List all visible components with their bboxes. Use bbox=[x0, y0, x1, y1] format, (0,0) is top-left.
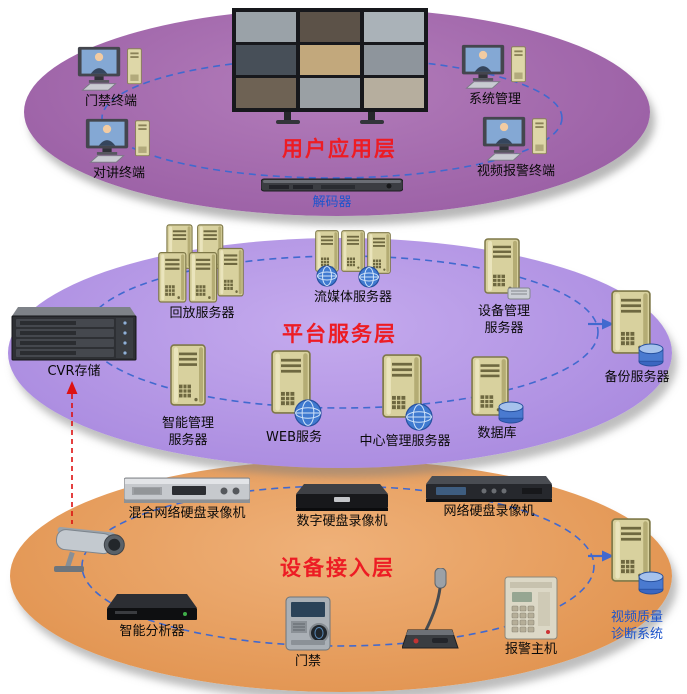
backup-server-label: 备份服务器 bbox=[604, 370, 670, 385]
intelligent-mgmt-label-1: 智能管理 bbox=[161, 416, 214, 431]
door-access-label: 门禁 bbox=[294, 654, 321, 669]
disk-array-icon bbox=[10, 304, 138, 362]
network-dvr-node: 网络硬盘录像机 bbox=[418, 476, 560, 521]
bullet-camera-icon bbox=[48, 518, 136, 574]
fingerprint-terminal-icon bbox=[277, 596, 339, 652]
streaming-server-label: 流媒体服务器 bbox=[313, 290, 392, 305]
hybrid-dvr-label: 混合网络硬盘录像机 bbox=[128, 506, 246, 521]
system-management-node: 系统管理 bbox=[452, 44, 538, 109]
device-mgmt-label-1: 设备管理 bbox=[477, 304, 530, 319]
analyzer-box-icon bbox=[107, 592, 197, 622]
access-terminal-node: 门禁终端 bbox=[68, 46, 154, 111]
video-alarm-terminal-label: 视频报警终端 bbox=[476, 164, 555, 179]
keypad-panel-icon bbox=[504, 576, 558, 640]
server-with-box-icon bbox=[474, 238, 534, 302]
intelligent-analyzer-label: 智能分析器 bbox=[119, 624, 185, 639]
cvr-storage-node: CVR存储 bbox=[8, 304, 140, 381]
server-globe-icon bbox=[265, 350, 323, 428]
workstation-icon bbox=[458, 44, 532, 90]
server-globe-icon bbox=[376, 354, 434, 432]
door-access-node: 门禁 bbox=[262, 596, 354, 671]
web-service-label: WEB服务 bbox=[266, 430, 322, 445]
database-label: 数据库 bbox=[477, 426, 517, 441]
video-wall-icon bbox=[232, 8, 428, 126]
intercom-terminal-node: 对讲终端 bbox=[76, 118, 162, 183]
intelligent-analyzer-node: 智能分析器 bbox=[104, 592, 200, 641]
playback-server-node: 回放服务器 bbox=[152, 224, 252, 323]
tower-server-icon bbox=[166, 342, 210, 408]
intelligent-mgmt-server-node: 智能管理 服务器 bbox=[144, 342, 232, 450]
decoder-rack-icon bbox=[261, 177, 403, 193]
desk-microphone-icon bbox=[402, 568, 460, 652]
platform-layer-title: 平台服务层 bbox=[282, 322, 397, 346]
intercom-terminal-label: 对讲终端 bbox=[92, 166, 145, 181]
workstation-icon bbox=[74, 46, 148, 92]
streaming-server-node: 流媒体服务器 bbox=[298, 230, 408, 307]
central-mgmt-server-label: 中心管理服务器 bbox=[359, 434, 451, 449]
network-dvr-label: 网络硬盘录像机 bbox=[443, 504, 535, 519]
hybrid-dvr-node: 混合网络硬盘录像机 bbox=[118, 476, 256, 523]
network-dvr-icon bbox=[426, 476, 552, 502]
video-alarm-terminal-node: 视频报警终端 bbox=[468, 116, 564, 181]
device-mgmt-server-node: 设备管理 服务器 bbox=[458, 238, 550, 338]
video-wall bbox=[230, 8, 430, 126]
workstation-icon bbox=[82, 118, 156, 164]
alarm-host-node: 报警主机 bbox=[498, 576, 564, 659]
video-quality-label-2: 诊断系统 bbox=[610, 626, 663, 642]
intelligent-mgmt-label-2: 服务器 bbox=[168, 432, 208, 448]
cvr-storage-label: CVR存储 bbox=[47, 364, 101, 379]
web-service-node: WEB服务 bbox=[252, 350, 336, 447]
digital-dvr-icon bbox=[296, 482, 388, 512]
decoder-node: 解码器 bbox=[258, 177, 406, 212]
application-layer-title: 用户应用层 bbox=[282, 137, 397, 161]
alarm-host-label: 报警主机 bbox=[504, 642, 557, 657]
video-quality-node: 视频质量 诊断系统 bbox=[602, 518, 672, 644]
server-cluster-icon bbox=[158, 224, 246, 304]
system-management-label: 系统管理 bbox=[468, 92, 521, 107]
server-cylinder-icon bbox=[469, 356, 525, 424]
video-quality-label-1: 视频质量 bbox=[610, 610, 663, 625]
backup-server-node: 备份服务器 bbox=[602, 290, 672, 387]
server-cylinder-icon bbox=[609, 290, 665, 368]
digital-dvr-node: 数字硬盘录像机 bbox=[290, 482, 394, 531]
workstation-icon bbox=[479, 116, 553, 162]
server-cylinder-icon bbox=[609, 518, 665, 596]
hybrid-dvr-icon bbox=[124, 476, 250, 504]
database-node: 数据库 bbox=[458, 356, 536, 443]
playback-server-label: 回放服务器 bbox=[169, 306, 235, 321]
camera-node bbox=[48, 518, 136, 574]
device-mgmt-label-2: 服务器 bbox=[484, 320, 524, 336]
digital-dvr-label: 数字硬盘录像机 bbox=[296, 514, 388, 529]
decoder-label: 解码器 bbox=[312, 195, 352, 210]
central-mgmt-server-node: 中心管理服务器 bbox=[350, 354, 460, 451]
device-layer-title: 设备接入层 bbox=[280, 556, 395, 580]
access-terminal-label: 门禁终端 bbox=[84, 94, 137, 109]
server-globe-cluster-icon bbox=[304, 230, 402, 288]
